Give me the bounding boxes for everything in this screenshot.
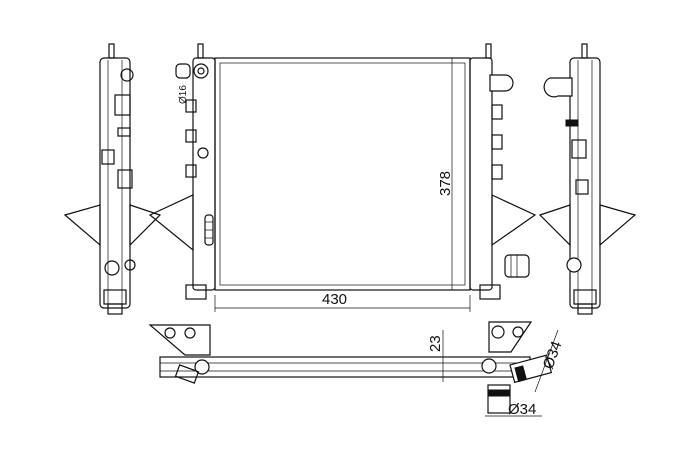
inlet-diameter-label: Ø34	[540, 339, 566, 371]
width-dimension-label: 430	[322, 291, 347, 308]
bottom-view: 23 Ø34 Ø34	[148, 321, 566, 418]
height-dimension-label: 378	[437, 171, 454, 196]
right-side-view	[538, 43, 637, 315]
core-thickness-label: 23	[427, 335, 444, 352]
outlet-diameter-label: Ø34	[508, 401, 536, 418]
front-view: Ø16 430 378	[148, 43, 537, 312]
left-side-view	[63, 43, 162, 315]
small-pipe-diameter-label: Ø16	[178, 85, 189, 104]
